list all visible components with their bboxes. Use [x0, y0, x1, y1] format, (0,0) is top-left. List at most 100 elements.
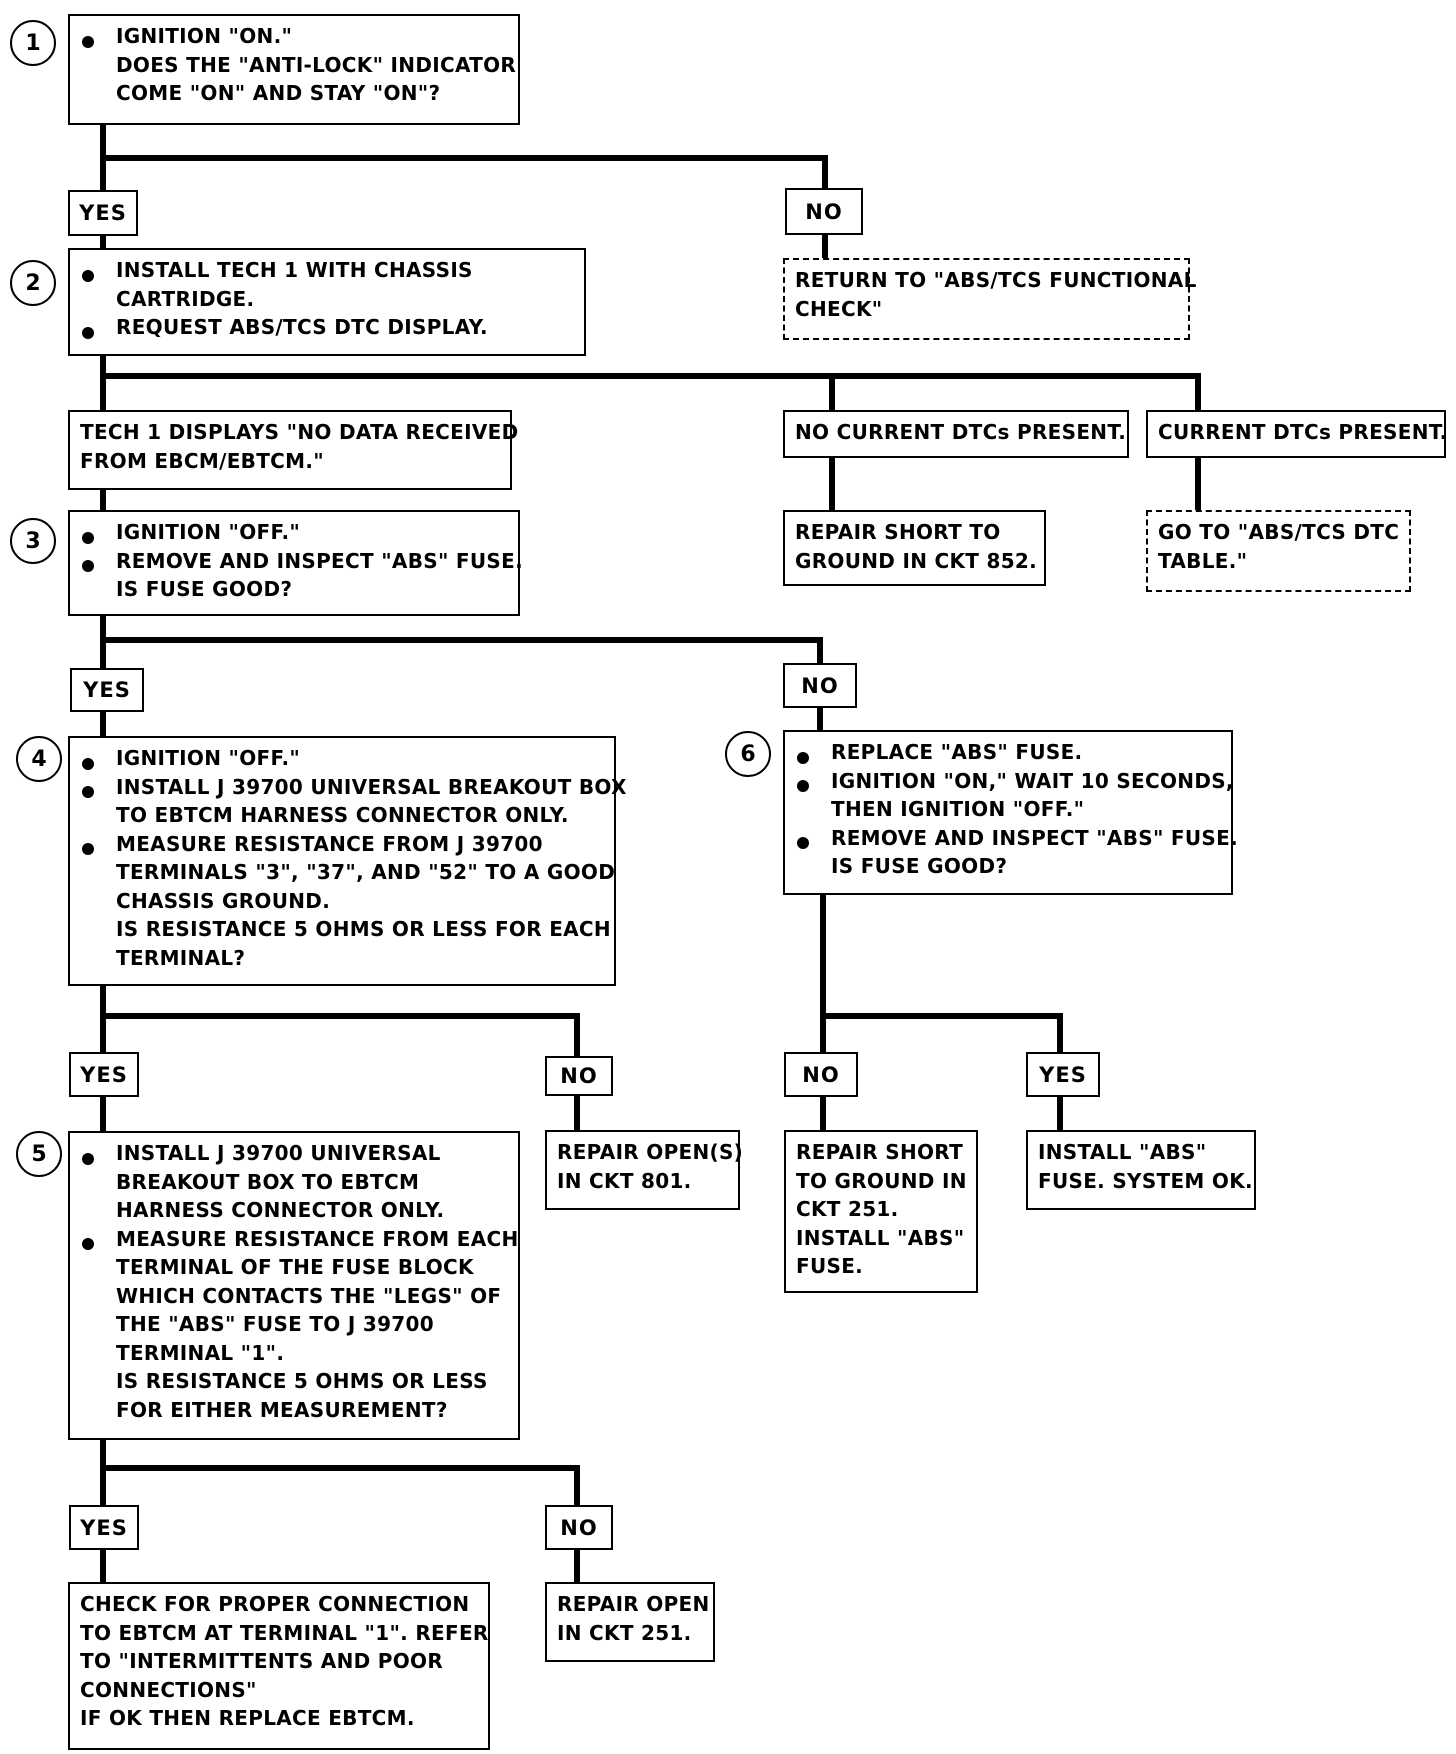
step-5-text: BREAKOUT BOX TO EBTCM — [116, 1169, 420, 1194]
repair-short-852-box: REPAIR SHORT TO GROUND IN CKT 852. — [783, 510, 1046, 586]
step-6-text: IS FUSE GOOD? — [831, 854, 1008, 878]
bullet-icon — [82, 1238, 94, 1250]
return-text: RETURN TO "ABS/TCS FUNCTIONAL — [795, 268, 1197, 292]
step-2-text: REQUEST ABS/TCS DTC DISPLAY. — [116, 315, 488, 339]
step-6-text: THEN IGNITION "OFF." — [831, 797, 1085, 821]
current-dtcs-text: CURRENT DTCs PRESENT. — [1158, 420, 1448, 444]
step-5-text: FOR EITHER MEASUREMENT? — [116, 1397, 448, 1422]
repair-short-852-text: GROUND IN CKT 852. — [795, 548, 1038, 573]
step-1-text: IGNITION "ON." — [116, 24, 293, 48]
step-4-text: MEASURE RESISTANCE FROM J 39700 — [116, 831, 543, 856]
step-4-text: TERMINALS "3", "37", AND "52" TO A GOOD — [116, 860, 616, 884]
repair-short-852-text: REPAIR SHORT TO — [795, 520, 1001, 544]
repair-open-251-text: REPAIR OPEN — [557, 1592, 710, 1616]
yes-label-step5: YES — [69, 1505, 139, 1550]
repair-open-801-box: REPAIR OPEN(S) IN CKT 801. — [545, 1130, 744, 1210]
return-functional-check-box: RETURN TO "ABS/TCS FUNCTIONAL CHECK" — [783, 258, 1196, 340]
no-current-dtcs-text: NO CURRENT DTCs PRESENT. — [795, 420, 1127, 444]
bullet-icon — [797, 837, 809, 849]
no-label-step1: NO — [785, 188, 863, 235]
dtc-table-text: TABLE." — [1158, 548, 1248, 573]
repair-open-251-text: IN CKT 251. — [557, 1620, 692, 1645]
check-connection-text: CONNECTIONS" — [80, 1677, 257, 1702]
step-5-text: WHICH CONTACTS THE "LEGS" OF — [116, 1283, 502, 1308]
step-5-text: MEASURE RESISTANCE FROM EACH — [116, 1226, 519, 1251]
step-6-text: REPLACE "ABS" FUSE. — [831, 740, 1083, 764]
step-2-text: INSTALL TECH 1 WITH CHASSIS — [116, 258, 473, 282]
step-1-marker: 1 — [10, 20, 56, 66]
step-3-marker: 3 — [10, 518, 56, 564]
check-connection-box: CHECK FOR PROPER CONNECTION TO EBTCM AT … — [68, 1582, 490, 1750]
bullet-icon — [82, 843, 94, 855]
step-1-text: DOES THE "ANTI-LOCK" INDICATOR — [116, 52, 517, 77]
check-connection-text: IF OK THEN REPLACE EBTCM. — [80, 1706, 415, 1730]
no-label-step3: NO — [783, 663, 857, 708]
step-5-box: INSTALL J 39700 UNIVERSAL BREAKOUT BOX T… — [68, 1131, 520, 1440]
bullet-icon — [797, 752, 809, 764]
install-abs-fuse-box: INSTALL "ABS" FUSE. SYSTEM OK. — [1026, 1130, 1256, 1210]
bullet-icon — [82, 327, 94, 339]
dtc-table-box: GO TO "ABS/TCS DTC TABLE." — [1146, 510, 1411, 592]
check-connection-text: TO "INTERMITTENTS AND POOR — [80, 1649, 444, 1673]
step-3-box: IGNITION "OFF." REMOVE AND INSPECT "ABS"… — [68, 510, 523, 616]
step-4-text: CHASSIS GROUND. — [116, 888, 331, 913]
bullet-icon — [797, 780, 809, 792]
step-5-text: INSTALL J 39700 UNIVERSAL — [116, 1141, 441, 1165]
bullet-icon — [82, 270, 94, 282]
yes-label-step6: YES — [1026, 1052, 1100, 1097]
step-5-text: TERMINAL OF THE FUSE BLOCK — [116, 1255, 474, 1279]
dtc-table-text: GO TO "ABS/TCS DTC — [1158, 520, 1400, 544]
step-5-text: TERMINAL "1". — [116, 1340, 285, 1365]
step-4-text: IGNITION "OFF." — [116, 746, 301, 770]
no-label-step6: NO — [784, 1052, 858, 1097]
step-5-marker: 5 — [16, 1131, 62, 1177]
step-6-text: IGNITION "ON," WAIT 10 SECONDS, — [831, 768, 1234, 793]
step-3-text: IS FUSE GOOD? — [116, 577, 293, 601]
repair-short-251-text: FUSE. — [796, 1254, 864, 1278]
step-4-text: INSTALL J 39700 UNIVERSAL BREAKOUT BOX — [116, 774, 627, 799]
step-3-text: IGNITION "OFF." — [116, 520, 301, 544]
no-data-text: FROM EBCM/EBTCM." — [80, 448, 324, 473]
step-4-marker: 4 — [16, 736, 62, 782]
check-connection-text: CHECK FOR PROPER CONNECTION — [80, 1592, 470, 1616]
install-fuse-text: INSTALL "ABS" — [1038, 1140, 1207, 1164]
repair-open-251-box: REPAIR OPEN IN CKT 251. — [545, 1582, 715, 1662]
yes-label-step4: YES — [69, 1052, 139, 1097]
repair-short-251-text: INSTALL "ABS" — [796, 1225, 965, 1250]
step-4-text: TO EBTCM HARNESS CONNECTOR ONLY. — [116, 803, 569, 827]
repair-short-251-text: REPAIR SHORT — [796, 1140, 964, 1164]
step-4-text: IS RESISTANCE 5 OHMS OR LESS FOR EACH — [116, 917, 611, 941]
repair-short-251-box: REPAIR SHORT TO GROUND IN CKT 251. INSTA… — [784, 1130, 978, 1293]
step-6-marker: 6 — [725, 731, 771, 777]
no-data-text: TECH 1 DISPLAYS "NO DATA RECEIVED — [80, 420, 519, 444]
step-4-box: IGNITION "OFF." INSTALL J 39700 UNIVERSA… — [68, 736, 626, 986]
step-1-box: IGNITION "ON." DOES THE "ANTI-LOCK" INDI… — [68, 14, 520, 125]
step-1-text: COME "ON" AND STAY "ON"? — [116, 81, 441, 105]
bullet-icon — [82, 758, 94, 770]
no-label-step4: NO — [545, 1056, 613, 1096]
step-2-marker: 2 — [10, 260, 56, 306]
repair-short-251-text: CKT 251. — [796, 1197, 899, 1221]
no-data-received-box: TECH 1 DISPLAYS "NO DATA RECEIVED FROM E… — [68, 410, 518, 490]
no-label-step5: NO — [545, 1505, 613, 1550]
bullet-icon — [82, 1153, 94, 1165]
step-3-text: REMOVE AND INSPECT "ABS" FUSE. — [116, 548, 523, 573]
no-current-dtcs-box: NO CURRENT DTCs PRESENT. — [783, 410, 1129, 458]
repair-open-801-text: IN CKT 801. — [557, 1168, 692, 1193]
repair-open-801-text: REPAIR OPEN(S) — [557, 1140, 744, 1164]
step-2-box: INSTALL TECH 1 WITH CHASSIS CARTRIDGE. R… — [68, 248, 586, 356]
bullet-icon — [82, 560, 94, 572]
current-dtcs-box: CURRENT DTCs PRESENT. — [1146, 410, 1448, 458]
step-4-text: TERMINAL? — [116, 945, 246, 970]
bullet-icon — [82, 786, 94, 798]
step-6-text: REMOVE AND INSPECT "ABS" FUSE. — [831, 825, 1238, 850]
step-5-text: IS RESISTANCE 5 OHMS OR LESS — [116, 1369, 488, 1393]
bullet-icon — [82, 36, 94, 48]
install-fuse-text: FUSE. SYSTEM OK. — [1038, 1168, 1253, 1193]
yes-label-step3: YES — [70, 668, 144, 712]
yes-label-step1: YES — [68, 190, 138, 236]
return-text: CHECK" — [795, 296, 883, 321]
step-6-box: REPLACE "ABS" FUSE. IGNITION "ON," WAIT … — [783, 730, 1238, 895]
